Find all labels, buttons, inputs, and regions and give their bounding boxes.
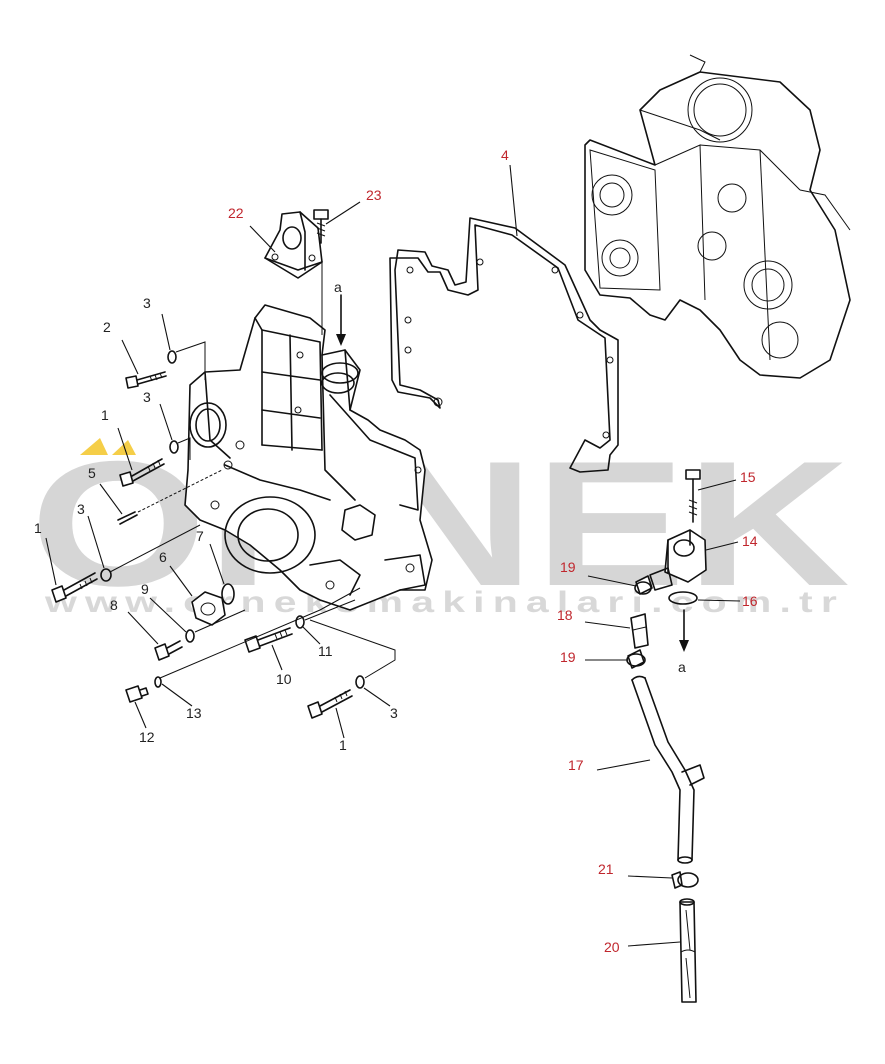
housing-part-14: [649, 529, 707, 591]
pipe-part-17: [631, 675, 705, 864]
callout-3: 3: [77, 501, 85, 517]
o-ring-part-7: [221, 583, 235, 605]
callout-14: 14: [742, 533, 758, 549]
callout-6: 6: [159, 549, 167, 565]
callout-7: 7: [196, 528, 204, 544]
hose-part-20: [679, 898, 697, 1003]
arrow-a-bottom: [679, 609, 689, 652]
callout-18: 18: [557, 607, 573, 623]
callout-20: 20: [604, 939, 620, 955]
callout-15: 15: [740, 469, 756, 485]
front-cover: [184, 304, 433, 611]
bolt-part-8: [154, 640, 183, 661]
callout-3: 3: [143, 389, 151, 405]
callout-22: 22: [228, 205, 244, 221]
washer-part-9: [185, 629, 195, 643]
callout-23: 23: [366, 187, 382, 203]
callout-11: 11: [318, 643, 333, 659]
bolt-part-2: [125, 371, 167, 389]
callout-1: 1: [101, 407, 109, 423]
marker-a-top: a: [334, 279, 342, 295]
watermark-brand: ORNEK: [30, 424, 850, 623]
plate-part-6: [191, 591, 226, 626]
watermark: ORNEK www.orneksmakinalari.com.tr: [30, 424, 850, 623]
engine-block: [584, 54, 851, 379]
clamp-part-19: [634, 575, 653, 595]
clamp-part-21: [671, 871, 699, 889]
bolt-part-1: [51, 572, 98, 603]
callout-16: 16: [742, 593, 758, 609]
marker-a-bottom: a: [678, 659, 686, 675]
callout-8: 8: [110, 597, 118, 613]
callout-4: 4: [501, 147, 509, 163]
callout-labels: 4 22 23 a 3 2 3 1 5 3 1 6 7 9 8 10 11 13…: [34, 147, 758, 955]
callout-3: 3: [390, 705, 398, 721]
gasket-part-4: [389, 217, 619, 473]
leader-lines: [45, 164, 741, 947]
callout-5: 5: [88, 465, 96, 481]
plug-part-12: [125, 685, 149, 703]
o-ring-part-13: [154, 676, 162, 688]
callout-10: 10: [276, 671, 292, 687]
callout-3: 3: [143, 295, 151, 311]
washer-part-3: [169, 440, 179, 454]
callout-9: 9: [141, 581, 149, 597]
washer-part-3: [355, 675, 365, 689]
callout-19: 19: [560, 649, 576, 665]
pin-part-5: [117, 469, 223, 525]
assembly-lines: [109, 262, 396, 679]
callout-1: 1: [339, 737, 347, 753]
bolt-part-1: [307, 689, 353, 719]
callout-12: 12: [139, 729, 155, 745]
bolt-part-23: [313, 209, 329, 244]
watermark-url: www.orneksmakinalari.com.tr: [44, 586, 845, 619]
bolt-part-1: [119, 458, 165, 487]
callout-1: 1: [34, 520, 42, 536]
bracket-part-22: [264, 211, 323, 279]
bolt-part-15: [685, 469, 701, 523]
clamp-part-19: [626, 649, 646, 669]
callout-2: 2: [103, 319, 111, 335]
washer-part-11: [295, 615, 305, 629]
hose-part-18: [630, 613, 649, 649]
o-ring-part-16: [668, 591, 698, 605]
arrow-a-top: [336, 294, 346, 346]
washer-part-3: [167, 350, 177, 364]
washer-part-3: [100, 568, 112, 582]
callout-17: 17: [568, 757, 584, 773]
watermark-accent-mark: [80, 438, 108, 455]
callout-19: 19: [560, 559, 576, 575]
callout-21: 21: [598, 861, 614, 877]
callout-13: 13: [186, 705, 202, 721]
